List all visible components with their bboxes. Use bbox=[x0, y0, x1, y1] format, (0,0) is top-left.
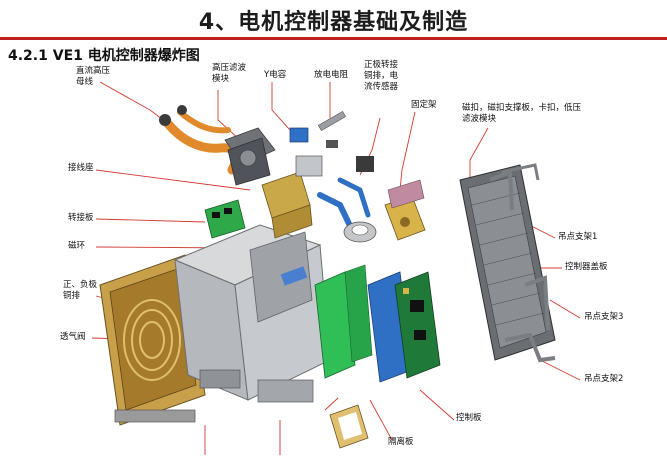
leader-adapter bbox=[95, 218, 206, 223]
leader-isolation bbox=[369, 399, 393, 441]
label-vent: 透气阀 bbox=[60, 332, 86, 342]
leader-terminal bbox=[95, 169, 251, 191]
label-pos-copper: 正极转接 铜排，电 流传感器 bbox=[364, 60, 399, 92]
leader-y-cap bbox=[271, 82, 291, 131]
positive-copper-bar bbox=[317, 156, 374, 233]
label-ctrl-board: 控制板 bbox=[456, 413, 482, 423]
label-hv-filter: 高压滤波 模块 bbox=[212, 63, 247, 84]
label-fixing: 固定架 bbox=[411, 100, 437, 110]
label-adapter: 转接板 bbox=[68, 213, 94, 223]
leader-hv-filter bbox=[217, 90, 241, 141]
label-copper-bar: 正、负极 铜排 bbox=[63, 280, 98, 301]
leader-bracket3 bbox=[549, 299, 581, 319]
label-dc-bus: 直流高压 母线 bbox=[76, 66, 111, 87]
main-housing bbox=[173, 224, 331, 403]
adapter-board bbox=[204, 199, 246, 239]
dc-bus-cable bbox=[159, 105, 241, 175]
seal-gasket bbox=[329, 404, 369, 449]
fixing-bracket bbox=[384, 179, 426, 241]
terminal-block bbox=[261, 171, 313, 239]
page-title: 4、电机控制器基础及制造 bbox=[198, 10, 469, 35]
bracket-3 bbox=[524, 275, 550, 331]
label-bracket1: 吊点支架1 bbox=[558, 232, 598, 242]
hv-filter-module bbox=[224, 127, 276, 186]
leader-bracket2 bbox=[539, 359, 581, 381]
controller-cover bbox=[459, 164, 556, 361]
bracket-1 bbox=[489, 163, 540, 211]
power-pcb bbox=[314, 264, 373, 379]
leader-magnet bbox=[469, 127, 489, 185]
label-ring: 磁环 bbox=[68, 241, 86, 251]
bracket-2 bbox=[504, 332, 556, 363]
label-terminal: 接线座 bbox=[68, 163, 94, 173]
label-isolation: 隔离板 bbox=[388, 437, 414, 447]
section-subtitle: 4.2.1 VE1 电机控制器爆炸图 bbox=[8, 48, 200, 64]
label-bracket2: 吊点支架2 bbox=[584, 374, 624, 384]
label-bracket3: 吊点支架3 bbox=[584, 312, 624, 322]
label-cover: 控制器盖板 bbox=[565, 262, 608, 272]
label-magnet: 磁扣，磁扣支撑板，卡扣，低压 滤波模块 bbox=[462, 103, 582, 124]
magnetic-ring bbox=[343, 221, 377, 243]
discharge-resistor bbox=[317, 110, 347, 148]
leader-bottom-3 bbox=[324, 397, 339, 411]
leader-ctrl-board bbox=[419, 389, 455, 421]
y-capacitor bbox=[289, 127, 323, 177]
label-discharge: 放电电阻 bbox=[314, 70, 349, 80]
control-board bbox=[394, 271, 441, 379]
label-y-cap: Y电容 bbox=[264, 70, 287, 80]
title-rule bbox=[0, 37, 667, 40]
